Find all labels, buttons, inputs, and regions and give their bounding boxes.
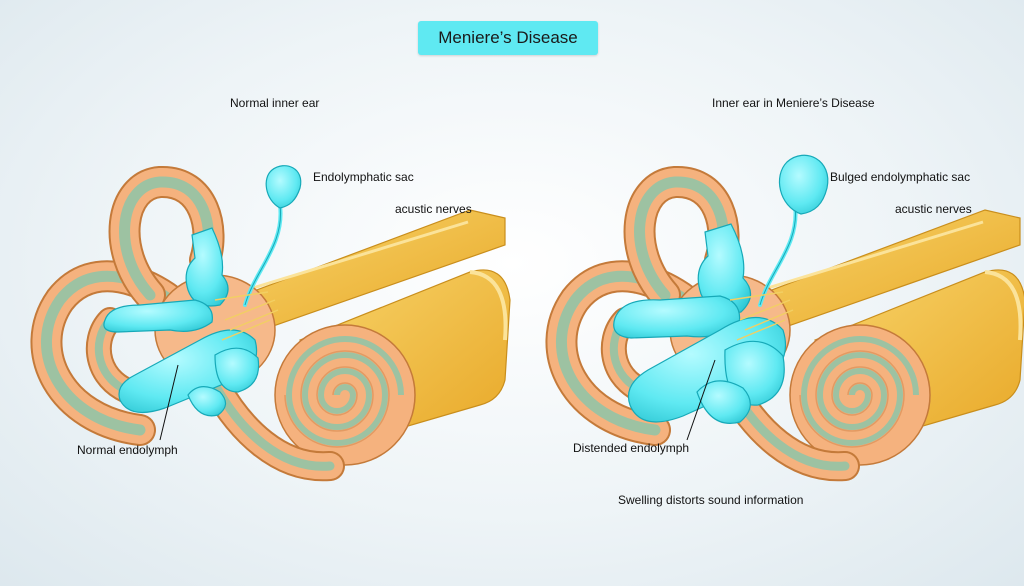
left-panel-heading: Normal inner ear	[230, 96, 320, 110]
right-endolymph-label: Distended endolymph	[573, 441, 690, 455]
right-panel-heading: Inner ear in Meniere’s Disease	[712, 96, 875, 110]
diagram-title: Meniere’s Disease	[418, 21, 598, 55]
right-nerves-label: acustic nerves	[895, 202, 972, 216]
left-sac-label: Endolymphatic sac	[313, 170, 414, 184]
left-nerves-label: acustic nerves	[395, 202, 472, 216]
right-sac-label: Bulged endolymphatic sac	[830, 170, 971, 184]
left-endolymph-label: Normal endolymph	[77, 443, 178, 457]
right-caption: Swelling distorts sound information	[618, 493, 804, 507]
